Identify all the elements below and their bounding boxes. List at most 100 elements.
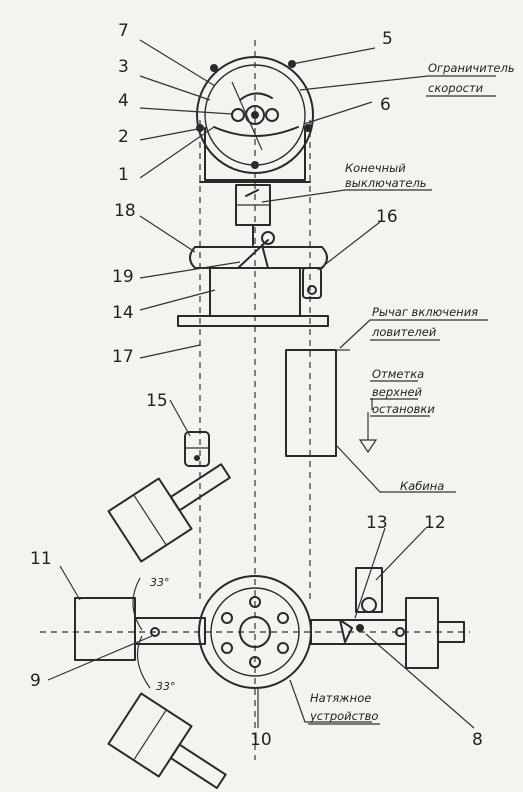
leader-9 [47,635,153,681]
label-limiter-2: скорости [428,81,484,95]
leader-1 [139,126,215,179]
pulley-hole-6 [221,612,233,624]
label-lever-1: Рычаг включения [372,305,478,319]
limit-switch [235,184,271,246]
num-5: 5 [382,29,393,49]
lever-19 [237,239,269,269]
num-16: 16 [376,207,398,227]
leader-8 [365,633,475,729]
pulley-hole-5 [221,642,233,654]
label-mark-2: верхней [372,385,423,399]
leader-cabin [335,444,456,493]
pulley-hole-1 [249,596,261,608]
num-2: 2 [118,127,129,147]
num-7: 7 [118,21,129,41]
tension-arm-right [310,619,407,645]
car-top-plate [177,315,329,327]
num-1: 1 [118,165,129,185]
num-14: 14 [112,303,134,323]
catcher-16-bolt [307,285,317,295]
leader-7 [139,39,216,87]
catcher-15-bolt [194,455,200,461]
limiter-top-right-bolt [288,60,296,68]
limiter-arm [213,126,299,137]
num-3: 3 [118,57,129,77]
pulley-hole-2 [277,612,289,624]
cabin-box [285,349,337,457]
leader-13 [354,527,386,619]
leader-2 [139,127,204,141]
label-angle-top: 33° [150,576,170,589]
angle-arc-bottom [136,635,151,689]
leader-6 [303,101,373,125]
leader-16 [317,221,381,271]
num-13: 13 [366,513,388,533]
weight-upper-line [133,494,167,546]
num-4: 4 [118,91,129,111]
tension-weight-lower [107,692,227,790]
leader-lines [47,39,496,729]
weight-lower-line [133,709,167,761]
leader-17 [139,344,201,359]
lever-19b [261,244,269,269]
arm-right-bolt [395,627,405,637]
leader-14 [139,289,216,311]
tension-pulley-inner [210,587,300,677]
leader-lever [339,319,488,349]
leader-4 [139,107,233,115]
leader-12 [375,527,427,581]
catcher-16 [302,267,322,299]
tension-pulley-hub [239,616,271,648]
num-12: 12 [424,513,446,533]
num-8: 8 [472,730,483,750]
num-19: 19 [112,267,134,287]
beam-18 [189,246,328,269]
catcher-15-body [184,431,210,467]
arm-right-block [405,597,439,669]
leader-19 [139,261,241,279]
num-15: 15 [146,391,168,411]
leader-limiter [299,75,496,91]
label-mark-1: Отметка [372,367,424,381]
lever-13 [339,619,353,643]
label-limiter-1: Ограничитель [428,61,515,75]
car-top-assembly [177,231,329,327]
catcher-15 [184,431,210,467]
limiter-cam [239,92,273,101]
label-switch-1: Конечный [345,161,406,175]
arm-right-end [437,621,465,643]
num-18: 18 [114,201,136,221]
limiter-axle [251,111,259,119]
angle-arc-top [132,577,143,631]
label-angle-bottom: 33° [156,680,176,693]
switch-12-roller [361,597,377,613]
leader-5 [291,47,376,65]
limiter-top-left-bolt [210,64,218,72]
tension-assembly [74,567,465,689]
label-lever-2: ловителей [371,325,437,339]
label-mark-3: остановки [372,402,435,416]
limiter-weight-right [265,108,279,122]
num-17: 17 [112,347,134,367]
pivot-8 [356,624,364,632]
lever-pivot [261,231,275,245]
label-tension-2: устройство [309,709,378,723]
counterweight-11 [74,597,136,661]
label-switch-2: выключатель [345,176,427,190]
tension-weight-upper [107,463,231,563]
leader-limit-switch [261,189,432,203]
pivot-9 [150,627,160,637]
label-tension-1: Натяжное [310,691,371,705]
cabin [285,349,378,457]
stop-mark-triangle [358,439,378,454]
limiter-weight-left [231,108,245,122]
leader-3 [139,75,211,101]
text-labels: Ограничитель скорости Конечный выключате… [150,61,515,725]
tension-arm-left [134,617,206,645]
limiter-frame [204,127,306,181]
rope-lines [40,40,470,760]
pulley-hole-3 [277,642,289,654]
weight-lower-rod [169,743,227,790]
